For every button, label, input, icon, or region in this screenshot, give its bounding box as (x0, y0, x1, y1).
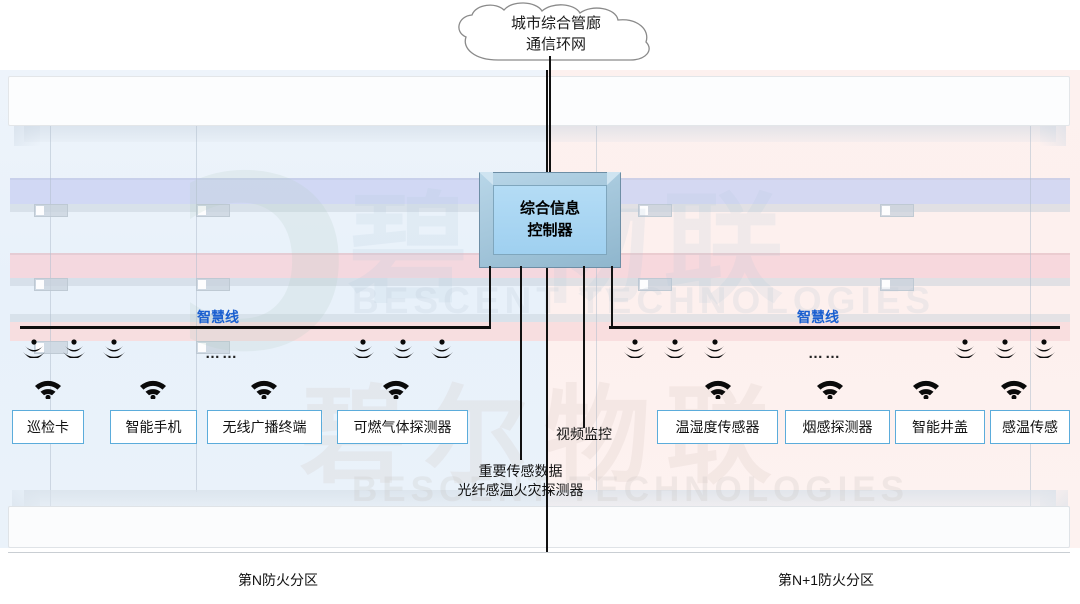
cable-bracket (34, 278, 68, 291)
device-box-temp-humidity-sensor[interactable]: 温湿度传感器 (657, 410, 778, 444)
connector-fiber-sensor (520, 266, 522, 460)
fiber-sensor-label-line2: 光纤感温火灾探测器 (457, 482, 584, 498)
cable-bracket (196, 278, 230, 291)
fiber-sensor-label: 重要传感数据 光纤感温火灾探测器 (428, 462, 613, 500)
wifi-icon (912, 378, 940, 400)
controller-bevel-right (607, 172, 621, 185)
fire-zone-divider (546, 70, 548, 552)
device-box-combustible-gas-detector[interactable]: 可燃气体探测器 (337, 410, 468, 444)
device-box-temperature-sensor[interactable]: 感温传感 (990, 410, 1070, 444)
fiber-sensor-label-line1: 重要传感数据 (478, 463, 563, 479)
video-monitoring-label: 视频监控 (556, 426, 612, 442)
cable-bracket (34, 204, 68, 217)
connector-cloud-to-controller (549, 56, 551, 174)
smartline-right-label: 智慧线 (797, 309, 839, 325)
zone-n1-background (546, 70, 1080, 548)
wifi-icon (816, 378, 844, 400)
tunnel-ceiling-shadow (24, 122, 1056, 142)
wifi-icon (250, 378, 278, 400)
zone-n-background (0, 70, 546, 548)
tunnel-pillar (50, 126, 51, 506)
wifi-icon (1000, 378, 1028, 400)
antenna-downlink-icon (622, 338, 648, 359)
antenna-downlink-icon (390, 338, 416, 359)
connector-video-monitoring (583, 266, 585, 428)
antenna-downlink-icon (1031, 338, 1057, 359)
ceiling-bevel-left (14, 124, 40, 146)
smartline-left-label: 智慧线 (197, 309, 239, 325)
cloud-network: 城市综合管廊 通信环网 (440, 2, 672, 68)
connector-right-smartline-drop (611, 266, 613, 328)
zone-label-n1: 第N+1防火分区 (777, 572, 875, 588)
device-box-smartphone[interactable]: 智能手机 (110, 410, 197, 444)
cloud-label-line2: 通信环网 (525, 36, 586, 53)
cable-bracket (638, 278, 672, 291)
antenna-downlink-icon (992, 338, 1018, 359)
antenna-downlink-icon (702, 338, 728, 359)
device-box-wireless-broadcast-terminal[interactable]: 无线广播终端 (207, 410, 322, 444)
smartline-left (20, 326, 491, 329)
ceiling-bevel-right (1040, 124, 1066, 146)
device-box-smart-manhole-cover[interactable]: 智能井盖 (895, 410, 985, 444)
tunnel-background (0, 70, 1080, 548)
antenna-downlink-icon (21, 338, 47, 359)
right-zone-ellipsis: …… (808, 345, 842, 362)
controller-label-line2: 控制器 (527, 222, 573, 239)
cloud-label: 城市综合管廊 通信环网 (440, 13, 672, 55)
tunnel-floor-line (8, 552, 1070, 553)
cable-bracket (880, 278, 914, 291)
tunnel-ceiling (8, 76, 1070, 126)
device-box-inspection-card[interactable]: 巡检卡 (12, 410, 84, 444)
controller-face: 综合信息 控制器 (493, 185, 607, 255)
wifi-icon (34, 378, 62, 400)
device-box-smoke-detector[interactable]: 烟感探测器 (785, 410, 890, 444)
cable-bracket (196, 204, 230, 217)
pipe-shelf-lower (10, 314, 1070, 322)
antenna-downlink-icon (429, 338, 455, 359)
tunnel-pillar (196, 126, 197, 492)
antenna-downlink-icon (662, 338, 688, 359)
controller-bevel-left (479, 172, 493, 185)
pipe-shelf-middle (10, 278, 1070, 286)
cable-bracket (880, 204, 914, 217)
cable-bracket (34, 341, 68, 354)
wifi-icon (382, 378, 410, 400)
tunnel-floor (8, 506, 1070, 548)
tunnel-pillar (1030, 126, 1031, 506)
antenna-downlink-icon (101, 338, 127, 359)
antenna-downlink-icon (61, 338, 87, 359)
wifi-icon (139, 378, 167, 400)
smartline-right (609, 326, 1060, 329)
cable-bracket (196, 341, 230, 354)
integrated-information-controller: 综合信息 控制器 (479, 172, 621, 268)
tunnel-pillar (596, 126, 597, 492)
antenna-downlink-icon (350, 338, 376, 359)
connector-left-smartline-drop (489, 266, 491, 328)
zone-label-n: 第N防火分区 (237, 572, 319, 588)
wifi-icon (704, 378, 732, 400)
cable-bracket (638, 204, 672, 217)
pipe-band-pink-lower (10, 322, 1070, 341)
controller-label: 综合信息 控制器 (520, 198, 580, 242)
cloud-label-line1: 城市综合管廊 (510, 15, 601, 32)
antenna-downlink-icon (952, 338, 978, 359)
left-zone-ellipsis: …… (205, 345, 239, 362)
controller-label-line1: 综合信息 (519, 200, 580, 217)
